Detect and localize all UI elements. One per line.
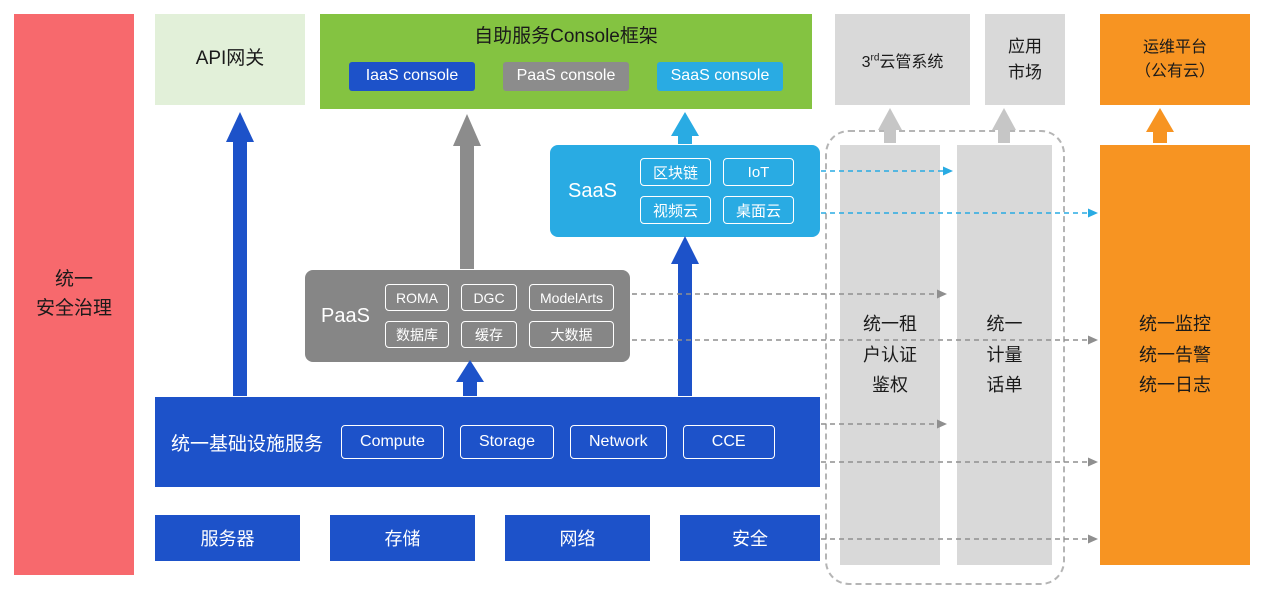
third-party-prefix: 3: [861, 53, 871, 71]
third-party-superscript: rd: [870, 52, 880, 64]
third-party-cloud-mgmt-label: 3rd云管系统: [862, 48, 944, 72]
unified-monitoring-label: 统一监控 统一告警 统一日志: [1139, 314, 1211, 396]
iaas-services-row: Compute Storage Network CCE: [341, 425, 775, 459]
api-gateway-label: API网关: [195, 48, 265, 70]
hardware-server-box: 服务器: [155, 515, 300, 561]
paas-services-grid: ROMA DGC ModelArts 数据库 缓存 大数据: [385, 284, 615, 348]
om-platform-box: 运维平台 （公有云）: [1100, 14, 1250, 105]
om-platform-label: 运维平台 （公有云）: [1134, 38, 1215, 80]
iaas-layer-box: 统一基础设施服务 Compute Storage Network CCE: [155, 397, 820, 487]
paas-item-dgc: DGC: [461, 284, 517, 311]
unified-tenant-auth-bar: 统一租 户认证 鉴权: [840, 145, 940, 565]
saas-item-blockchain: 区块链: [640, 158, 712, 186]
unified-security-governance-bar: 统一 安全治理: [14, 14, 134, 575]
app-market-box: 应用 市场: [985, 14, 1065, 105]
arrow-saas-to-console: [671, 112, 699, 144]
saas-item-video-cloud: 视频云: [640, 196, 712, 224]
saas-layer-label: SaaS: [568, 179, 617, 202]
api-gateway-box: API网关: [155, 14, 305, 105]
hardware-storage-box: 存储: [330, 515, 475, 561]
arrow-iaas-to-paas: [456, 360, 484, 396]
paas-console-badge: PaaS console: [503, 61, 629, 91]
iaas-layer-label: 统一基础设施服务: [171, 433, 324, 455]
paas-layer-label: PaaS: [321, 304, 370, 327]
unified-tenant-auth-label: 统一租 户认证 鉴权: [863, 314, 917, 396]
unified-security-governance-label: 统一 安全治理: [35, 269, 112, 319]
paas-item-roma: ROMA: [385, 284, 449, 311]
paas-item-database: 数据库: [385, 321, 449, 348]
third-party-suffix: 云管系统: [879, 53, 944, 71]
paas-item-modelarts: ModelArts: [529, 284, 615, 311]
console-button-row: IaaS console PaaS console SaaS console: [349, 61, 783, 91]
saas-console-badge: SaaS console: [657, 61, 783, 91]
iaas-item-compute: Compute: [341, 425, 444, 459]
iaas-console-badge: IaaS console: [349, 61, 475, 91]
unified-monitoring-bar: 统一监控 统一告警 统一日志: [1100, 145, 1250, 565]
console-framework-title: 自助服务Console框架: [474, 26, 658, 47]
hardware-security-box: 安全: [680, 515, 820, 561]
paas-item-bigdata: 大数据: [529, 321, 615, 348]
saas-services-grid: 区块链 IoT 视频云 桌面云: [640, 158, 795, 224]
unified-metering-label: 统一 计量 话单: [986, 314, 1023, 396]
paas-layer-box: PaaS ROMA DGC ModelArts 数据库 缓存 大数据: [305, 270, 630, 362]
iaas-item-cce: CCE: [682, 425, 775, 459]
app-market-label: 应用 市场: [1008, 37, 1042, 82]
third-party-cloud-mgmt-box: 3rd云管系统: [835, 14, 970, 105]
console-framework-box: 自助服务Console框架 IaaS console PaaS console …: [320, 14, 812, 109]
arrow-paas-to-console: [453, 114, 481, 269]
hardware-network-box: 网络: [505, 515, 650, 561]
saas-layer-box: SaaS 区块链 IoT 视频云 桌面云: [550, 145, 820, 237]
unified-metering-bar: 统一 计量 话单: [957, 145, 1052, 565]
iaas-item-network: Network: [569, 425, 667, 459]
shared-services-dashed-frame: [825, 130, 1065, 585]
paas-item-cache: 缓存: [461, 321, 517, 348]
saas-item-iot: IoT: [723, 158, 795, 186]
arrow-iaas-to-saas: [671, 236, 699, 396]
iaas-item-storage: Storage: [459, 425, 554, 459]
saas-item-desktop-cloud: 桌面云: [723, 196, 795, 224]
arrow-monitoring-to-om-platform: [1146, 108, 1174, 143]
arrow-iaas-to-api-gateway: [226, 112, 254, 396]
